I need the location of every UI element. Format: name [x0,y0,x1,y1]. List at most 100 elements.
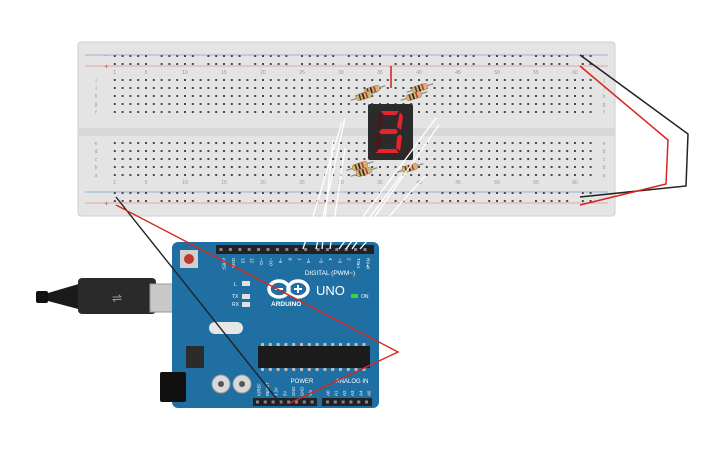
power-pin-label: 5V [282,391,287,396]
row-letter: b [95,165,98,171]
column-number: 35 [377,180,383,186]
resistor[interactable] [346,159,374,173]
voltage-regulator [186,346,204,368]
usb-plug[interactable] [78,278,156,314]
wire-black-gnd[interactable] [115,196,281,404]
arduino-logo-icon [267,279,310,299]
segment-g [379,129,398,134]
digital-pin-label: ~9 [278,258,283,264]
board-model: UNO [316,283,345,298]
rail-plus-label-top: + [104,62,109,71]
row-letter: a [603,173,606,179]
resistor[interactable] [406,81,434,95]
column-number: 60 [572,70,578,76]
column-number: 15 [221,180,227,186]
wires[interactable] [115,54,689,404]
digital-pin-label: 12 [250,258,255,264]
row-letter: j [602,78,604,84]
digital-label: DIGITAL (PWM~) [305,270,355,277]
led-rx-label: RX [232,302,240,308]
segment-b [397,112,403,130]
row-letter: d [95,149,98,155]
row-letter: f [95,110,97,116]
digital-pin-label: 13 [240,258,245,264]
led-on-label: ON [361,294,369,300]
column-number: 40 [416,70,422,76]
row-letter: h [95,94,98,100]
segment-f [377,112,383,130]
power-pin-label: GND [300,387,305,396]
row-letter: i [95,86,96,92]
power-pin-label: 3.3V [274,387,279,396]
display-segments [376,111,403,153]
digital-pin-label: TX▸1 [356,258,361,269]
column-number: 25 [299,70,305,76]
column-number: 10 [182,70,188,76]
rail-minus-label-top: − [104,51,109,60]
column-number: 50 [494,70,500,76]
display-decimal-point [404,151,408,155]
usb-cable-strain-relief [48,283,82,310]
reset-button[interactable] [184,254,194,264]
analog-header[interactable] [322,398,372,406]
led-on [351,294,358,298]
rail-plus-label-bottom: + [104,199,109,208]
digital-pin-holes[interactable] [219,248,367,251]
column-number: 15 [221,70,227,76]
digital-pin-label: 7 [297,258,302,261]
dc-power-jack[interactable] [160,372,186,402]
column-number: 5 [145,180,148,186]
signal-wires[interactable] [302,117,440,250]
column-number: 25 [299,180,305,186]
analog-pin-label: A5 [367,390,372,396]
segment-e [376,134,382,151]
power-header[interactable] [253,398,317,406]
digital-pin-label: GND [231,258,236,269]
digital-pin-label: AREF [222,258,227,270]
digital-pin-label: RX◂0 [366,258,371,270]
row-letter: a [95,173,98,179]
usb-cable-end [36,291,48,303]
column-number: 45 [455,180,461,186]
row-letter: g [95,102,98,108]
arduino-brand: ARDUINO [271,301,301,308]
wire-red-5v[interactable] [115,204,400,404]
digital-pin-label: ~11 [259,258,264,266]
analog-pin-label: A3 [350,390,355,396]
chip-pins [261,343,366,371]
led-tx-label: TX [232,294,239,300]
analog-pin-label: A0 [326,390,331,396]
row-letter: e [603,141,606,147]
seven-segment-display[interactable] [368,104,413,160]
breadboard[interactable]: − + + 1155101015152020252530303535404045… [77,41,616,217]
resistor[interactable] [350,165,378,179]
resistor[interactable] [396,161,424,175]
analog-pin-label: A2 [342,390,347,396]
column-number: 55 [533,70,539,76]
segment-d [376,149,399,153]
digital-pin-label: ~10 [269,258,274,266]
usb-icon: ⇌ [112,291,122,305]
column-number: 5 [145,70,148,76]
row-letter: f [603,110,605,116]
power-pin-label: GND [291,387,296,396]
resistors[interactable] [346,81,434,179]
atmega-chip [258,346,370,368]
resistor[interactable] [350,89,378,103]
column-number: 45 [455,70,461,76]
row-letter: d [603,149,606,155]
power-pin-label: IOREF [257,383,262,396]
bottom-pin-holes[interactable] [256,400,368,404]
column-number: 10 [182,180,188,186]
row-letter: i [603,86,604,92]
wire-red-rail[interactable] [579,65,669,206]
column-number: 20 [260,70,266,76]
breadboard-holes[interactable] [113,55,592,202]
column-number: 35 [377,70,383,76]
column-number: 20 [260,180,266,186]
column-number: 60 [572,180,578,186]
resistor[interactable] [400,89,428,103]
